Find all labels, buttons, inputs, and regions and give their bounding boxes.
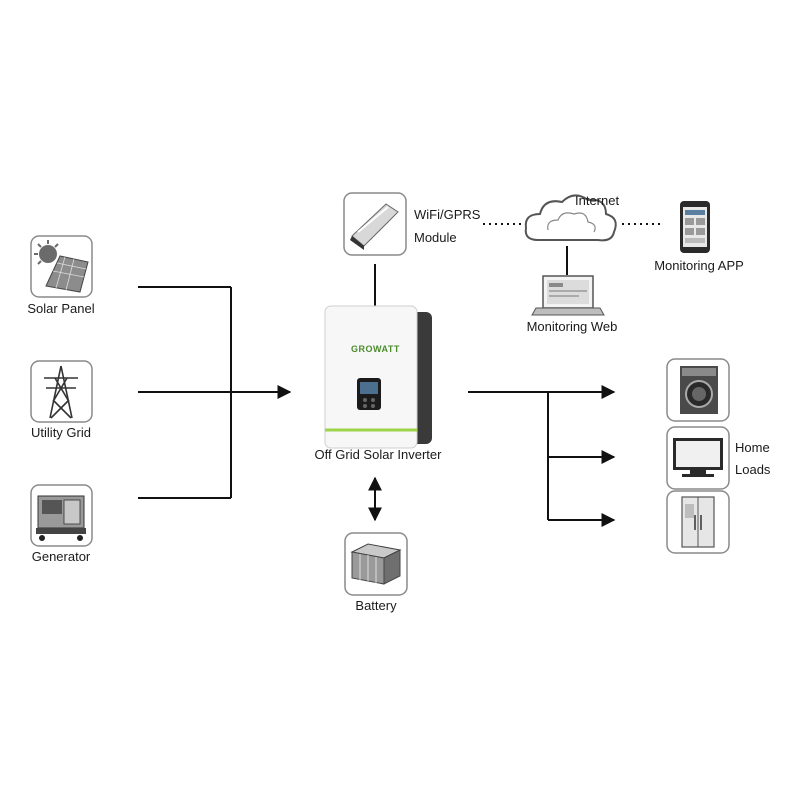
inverter-label: Off Grid Solar Inverter [314, 447, 442, 462]
wifi-module-icon [343, 192, 407, 256]
refrigerator-icon [666, 490, 730, 554]
monitoring-app-label: Monitoring APP [654, 258, 744, 273]
generator-icon [30, 484, 93, 547]
wifi-module-label-line1: WiFi/GPRS [414, 207, 481, 222]
monitoring-web-label: Monitoring Web [526, 319, 618, 334]
washing-machine-icon [666, 358, 730, 422]
solar-panel-label: Solar Panel [27, 301, 95, 316]
television-icon [666, 426, 730, 490]
cloud-icon [524, 194, 617, 242]
internet-label: Internet [575, 193, 620, 208]
phone-icon [680, 201, 710, 253]
wifi-module-label-line2: Module [414, 230, 457, 245]
output-connectors [468, 385, 616, 527]
utility-grid-label: Utility Grid [31, 425, 91, 440]
battery-label: Battery [355, 598, 397, 613]
power-tower-icon [30, 360, 93, 423]
solar-panel-icon [30, 235, 93, 298]
input-connectors [138, 286, 292, 499]
laptop-icon [531, 275, 605, 316]
generator-label: Generator [31, 549, 91, 564]
battery-icon [344, 532, 408, 596]
home-loads-label-line1: Home [735, 440, 770, 455]
home-loads-label-line2: Loads [735, 462, 771, 477]
inverter-device [324, 305, 432, 449]
inverter-brand-logo: GROWATT [351, 344, 400, 354]
